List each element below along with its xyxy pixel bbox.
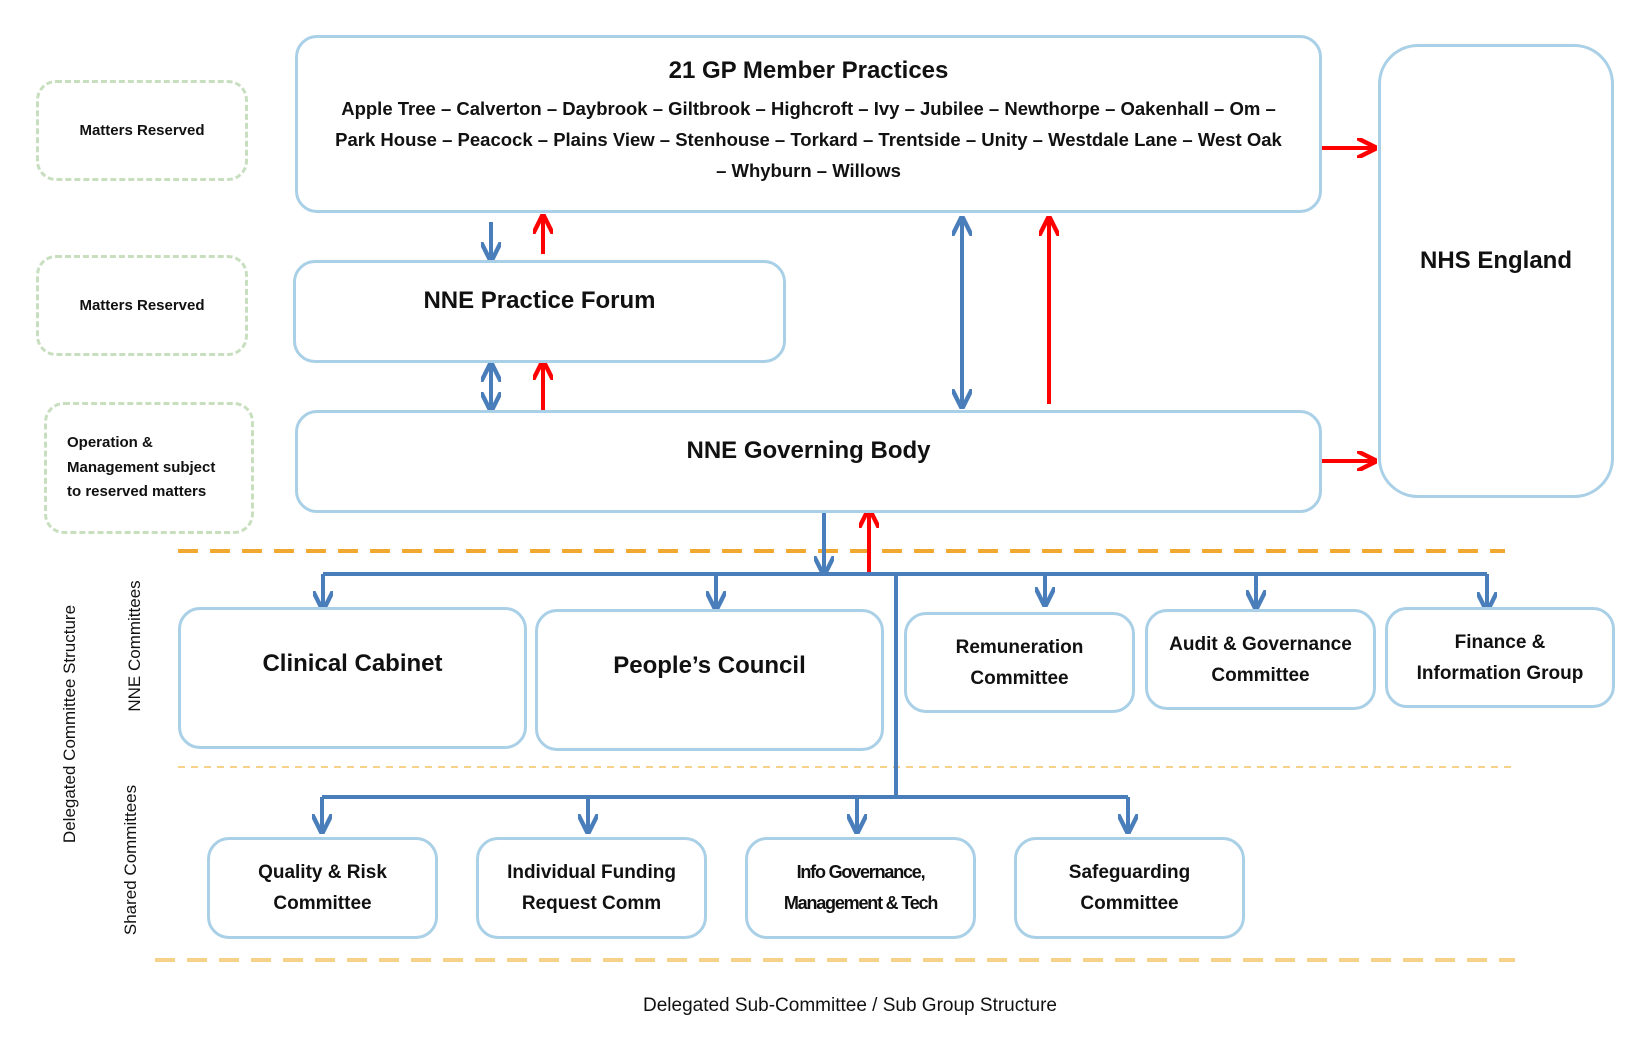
note-matters-reserved-top: Matters Reserved: [36, 80, 248, 181]
audit-governance-box: Audit & Governance Committee: [1145, 609, 1376, 710]
quality-risk-box: Quality & Risk Committee: [207, 837, 438, 939]
governing-body-box: NNE Governing Body: [295, 410, 1322, 513]
member-practices-line-1: Apple Tree – Calverton – Daybrook – Gilt…: [341, 97, 1276, 119]
audit-line-1: Audit & Governance: [1169, 633, 1352, 655]
quality-line-2: Committee: [273, 893, 372, 914]
member-practices-line-3: – Whyburn – Willows: [716, 159, 901, 181]
note-matters-reserved-middle: Matters Reserved: [36, 255, 248, 356]
safeguarding-line-2: Committee: [1080, 893, 1179, 914]
note-operation-line-1: Operation &: [67, 434, 153, 452]
note-operation-line-3: to reserved matters: [67, 483, 207, 501]
member-practices-title: 21 GP Member Practices: [668, 56, 949, 84]
clinical-cabinet-box: Clinical Cabinet: [178, 607, 527, 749]
peoples-council-label: People’s Council: [613, 652, 806, 679]
info-line-2: Management & Tech: [783, 893, 939, 913]
finance-information-box: Finance & Information Group: [1385, 607, 1615, 708]
footer-caption: Delegated Sub-Committee / Sub Group Stru…: [643, 995, 1057, 1016]
safeguarding-line-1: Safeguarding: [1068, 862, 1191, 883]
remuneration-line-1: Remuneration: [955, 636, 1084, 658]
nhs-england-label: NHS England: [1419, 247, 1572, 274]
practice-forum-box: NNE Practice Forum: [293, 260, 786, 363]
remuneration-line-2: Committee: [970, 667, 1069, 689]
finance-line-1: Finance &: [1454, 631, 1546, 653]
note-matters-reserved-middle-text: Matters Reserved: [79, 297, 205, 314]
individual-funding-box: Individual Funding Request Comm: [476, 837, 707, 939]
label-shared-committees: Shared Committees: [121, 784, 140, 936]
nhs-england-box: NHS England: [1378, 44, 1614, 498]
note-operation-management: Operation & Management subject to reserv…: [44, 402, 254, 534]
safeguarding-box: Safeguarding Committee: [1014, 837, 1245, 939]
label-nne-committees: NNE Committees: [125, 580, 144, 712]
audit-line-2: Committee: [1211, 664, 1310, 686]
clinical-cabinet-label: Clinical Cabinet: [262, 650, 443, 677]
info-governance-box: Info Governance, Management & Tech: [745, 837, 976, 939]
note-matters-reserved-top-text: Matters Reserved: [79, 122, 205, 139]
remuneration-box: Remuneration Committee: [904, 612, 1135, 713]
info-line-1: Info Governance,: [796, 862, 926, 882]
finance-line-2: Information Group: [1416, 662, 1584, 684]
note-operation-line-2: Management subject: [67, 458, 216, 476]
practice-forum-label: NNE Practice Forum: [423, 287, 656, 314]
funding-line-1: Individual Funding: [507, 862, 676, 883]
quality-line-1: Quality & Risk: [258, 862, 387, 883]
governing-body-label: NNE Governing Body: [686, 437, 931, 464]
label-delegated-committee-structure: Delegated Committee Structure: [60, 604, 79, 844]
funding-line-2: Request Comm: [521, 893, 662, 914]
peoples-council-box: People’s Council: [535, 609, 884, 751]
member-practices-box: 21 GP Member Practices Apple Tree – Calv…: [295, 35, 1322, 213]
member-practices-line-2: Park House – Peacock – Plains View – Ste…: [335, 128, 1282, 150]
